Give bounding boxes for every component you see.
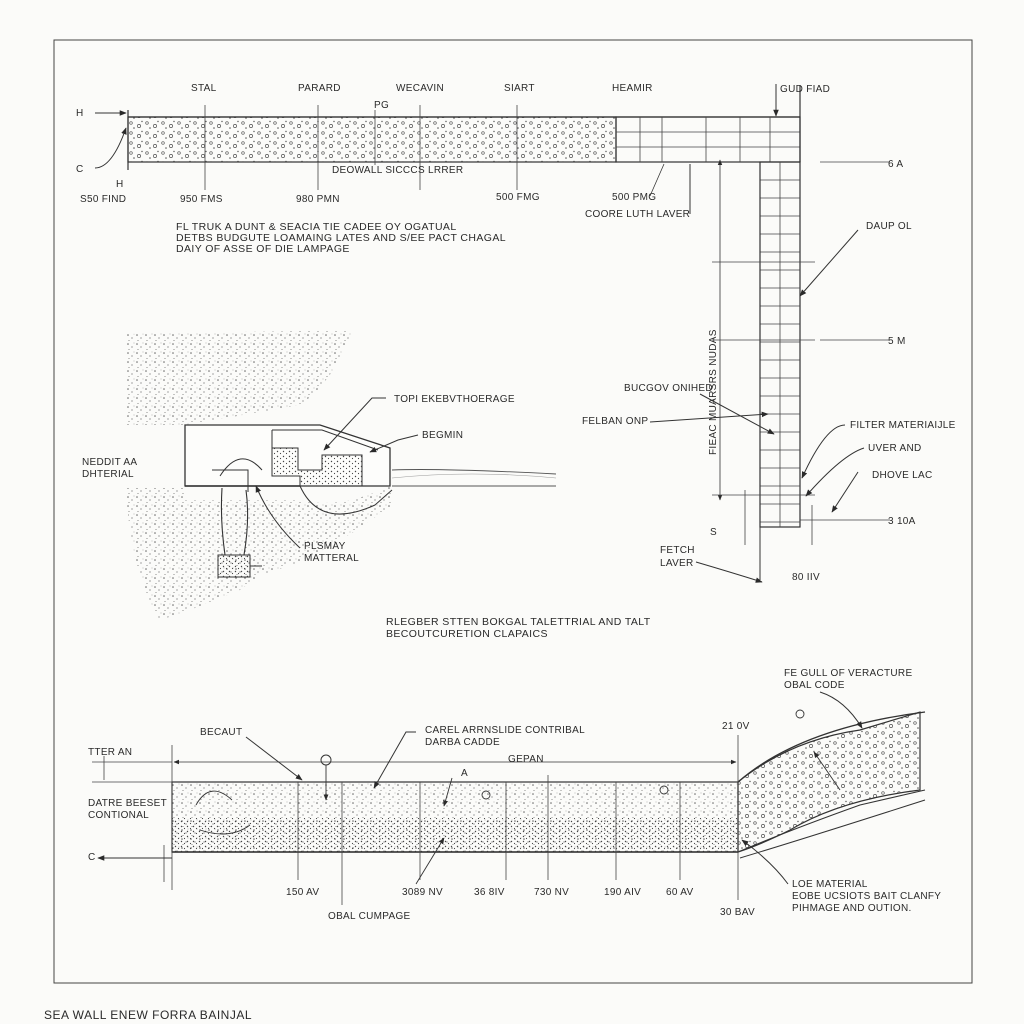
- label-h-small: H: [116, 179, 124, 190]
- label-gepan: GEPAN: [508, 754, 544, 765]
- label-begmin: BEGMIN: [422, 430, 463, 441]
- label-vertical: FIEAC MUARSRS NUDAS: [708, 329, 719, 455]
- label-s: S: [710, 527, 717, 538]
- gravel-layer: [127, 116, 617, 163]
- label-felban: FELBAN ONP: [582, 416, 648, 427]
- label-loe-3: PIHMAGE AND OUTION.: [792, 903, 912, 914]
- label-c-bottom: C: [88, 852, 96, 863]
- label-neddit-2: DHTERIAL: [82, 469, 134, 480]
- label-carel-2: DARBA CADDE: [425, 737, 500, 748]
- label-150-av: 150 AV: [286, 887, 319, 898]
- embankment: [737, 711, 921, 853]
- label-980-pmn: 980 PMN: [296, 194, 340, 205]
- label-500-pmg: 500 PMG: [612, 192, 656, 203]
- label-190-aiv: 190 AIV: [604, 887, 641, 898]
- label-bucgov: BUCGOV ONIHED: [624, 383, 713, 394]
- label-h-left: H: [76, 108, 84, 119]
- label-36-8iv: 36 8IV: [474, 887, 505, 898]
- drawing-frame: [53, 39, 973, 984]
- label-daup-ol: DAUP OL: [866, 221, 912, 232]
- label-plsmay-2: MATTERAL: [304, 553, 359, 564]
- label-pg: PG: [374, 100, 389, 111]
- label-topi: TOPI EKEBVTHOERAGE: [394, 394, 515, 405]
- wall-section: FIEAC MUARSRS NUDAS GUD FIAD 6 A DAUP OL…: [582, 84, 956, 583]
- label-wecavin: WECAVIN: [396, 83, 444, 94]
- label-obal-code: OBAL CODE: [784, 680, 845, 691]
- caption-line-1: RLEGBER STTEN BOKGAL TALETTRIAL AND TALT: [386, 616, 651, 628]
- label-deowall: DEOWALL SICCCS LRRER: [332, 165, 463, 176]
- note-line-1: FL TRUK A DUNT & SEACIA TIE CADEE OY OGA…: [176, 221, 457, 233]
- lower-soil-mass: [126, 486, 392, 620]
- label-becaut: BECAUT: [200, 727, 242, 738]
- label-parard: PARARD: [298, 83, 341, 94]
- label-6a: 6 A: [888, 159, 903, 170]
- label-filter-material: FILTER MATERIAIJLE: [850, 420, 956, 431]
- label-500-fmg: 500 FMG: [496, 192, 540, 203]
- note-line-3: DAIY OF ASSE OF DIE LAMPAGE: [176, 243, 350, 255]
- core-block: [615, 116, 801, 163]
- label-dhove-lac: DHOVE LAC: [872, 470, 933, 481]
- label-3-10a: 3 10A: [888, 516, 916, 527]
- label-950-fms: 950 FMS: [180, 194, 223, 205]
- label-loe-2: EOBE UCSIOTS BAIT CLANFY: [792, 891, 941, 902]
- label-60-av: 60 AV: [666, 887, 693, 898]
- top-section: H C H S50 FIND STAL PARARD WECAVIN SIART…: [76, 83, 801, 255]
- label-gud-fiad: GUD FIAD: [780, 84, 830, 95]
- label-datre-1: DATRE BEESET: [88, 798, 167, 809]
- label-fe-gull: FE GULL OF VERACTURE: [784, 668, 912, 679]
- label-plsmay-1: PLSMAY: [304, 541, 346, 552]
- drawing-title: SEA WALL ENEW FORRA BAINJAL: [44, 1008, 252, 1022]
- label-neddit-1: NEDDIT AA: [82, 457, 137, 468]
- bottom-section: BECAUT CAREL ARRNSLIDE CONTRIBAL DARBA C…: [88, 668, 941, 922]
- label-uver-and: UVER AND: [868, 443, 922, 454]
- note-line-2: DETBS BUDGUTE LOAMAING LATES AND S/EE PA…: [176, 232, 506, 244]
- label-datre-2: CONTIONAL: [88, 810, 149, 821]
- label-siart: SIART: [504, 83, 535, 94]
- upper-soil-mass: [126, 330, 352, 425]
- label-80-iiv: 80 IIV: [792, 572, 820, 583]
- label-730-nv: 730 NV: [534, 887, 569, 898]
- caption-line-2: BECOUTCURETION CLAPAICS: [386, 628, 548, 640]
- label-s50-find: S50 FIND: [80, 194, 126, 205]
- label-c-left: C: [76, 164, 84, 175]
- label-30-bav: 30 BAV: [720, 907, 755, 918]
- label-loe-1: LOE MATERIAL: [792, 879, 868, 890]
- label-stal: STAL: [191, 83, 217, 94]
- middle-section: TOPI EKEBVTHOERAGE BEGMIN NEDDIT AA DHTE…: [82, 330, 651, 640]
- label-layer: LAVER: [660, 558, 694, 569]
- label-heamir: HEAMIR: [612, 83, 653, 94]
- label-5m: 5 M: [888, 336, 906, 347]
- label-21-0v: 21 0V: [722, 721, 750, 732]
- label-a: A: [461, 768, 468, 779]
- label-coore-luth: COORE LUTH LAVER: [585, 209, 690, 220]
- label-carel-1: CAREL ARRNSLIDE CONTRIBAL: [425, 725, 585, 736]
- label-tter-an: TTER AN: [88, 747, 132, 758]
- label-fetch: FETCH: [660, 545, 695, 556]
- label-obal-cumpage: OBAL CUMPAGE: [328, 911, 411, 922]
- label-3089-nv: 3089 NV: [402, 887, 443, 898]
